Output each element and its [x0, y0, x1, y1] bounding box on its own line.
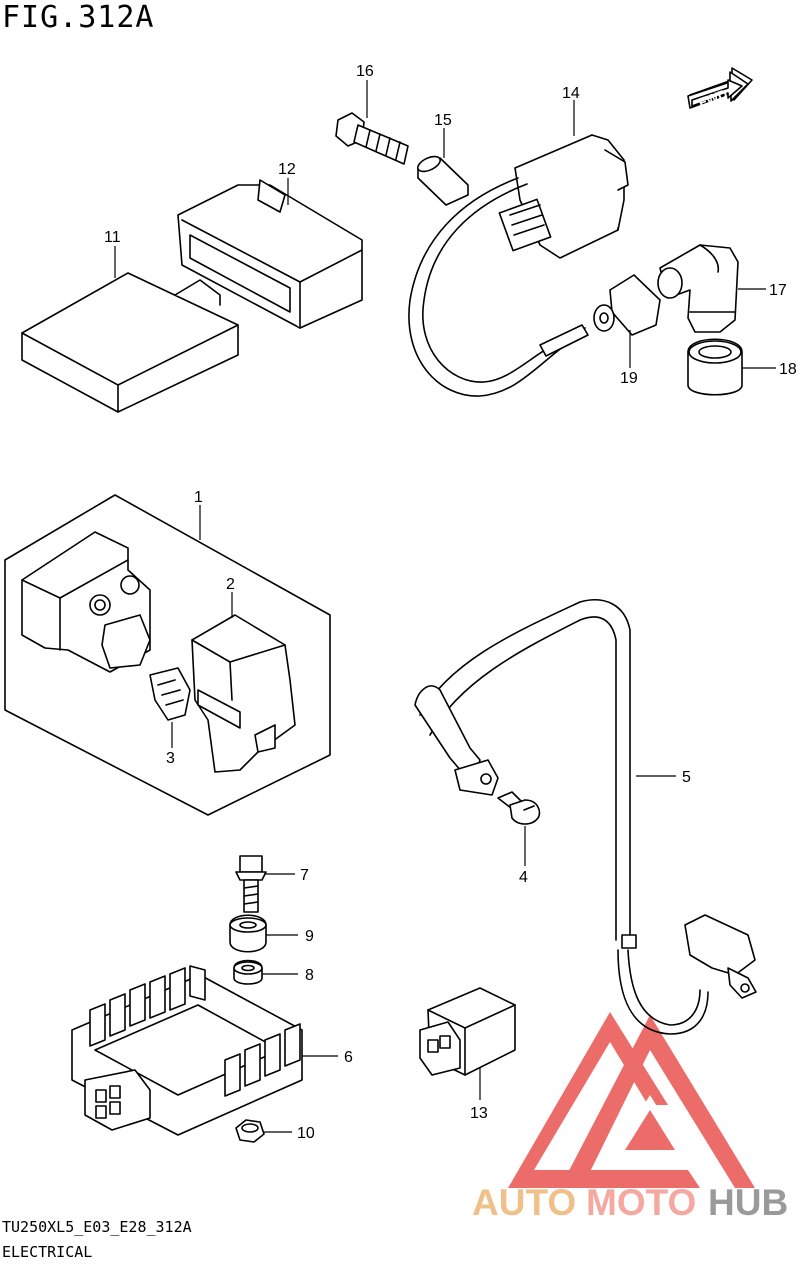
bolt-icon [335, 112, 409, 165]
callout-10: 10 [297, 1125, 315, 1142]
fwd-label: FWD [696, 86, 729, 110]
callout-12: 12 [278, 161, 296, 178]
relay-cover-icon [191, 614, 296, 773]
ecu-holder-icon [177, 179, 363, 329]
wire-harness-icon [414, 599, 757, 1035]
callout-19: 19 [620, 370, 638, 387]
watermark-text-moto: MOTO [586, 1182, 696, 1223]
plug-cap-cover-icon [687, 338, 743, 396]
bolt-icon [235, 855, 267, 913]
footer-model-code: TU250XL5_E03_E28_312A [2, 1218, 192, 1236]
figure-title: FIG.312A [2, 0, 155, 35]
callout-16: 16 [356, 63, 374, 80]
callout-13: 13 [470, 1105, 488, 1122]
callout-17: 17 [769, 282, 787, 299]
relay-box-assembly-icon [4, 494, 331, 816]
connector-icon [419, 987, 516, 1076]
watermark-logo [508, 1012, 755, 1188]
callout-5: 5 [682, 769, 691, 786]
callout-15: 15 [434, 112, 452, 129]
callout-8: 8 [305, 967, 314, 984]
cable-seal-icon [593, 274, 661, 336]
control-unit-icon [21, 272, 239, 413]
callout-7: 7 [300, 867, 309, 884]
callout-6: 6 [344, 1049, 353, 1066]
forward-arrow-icon [687, 67, 753, 109]
rubber-cushion-icon [229, 914, 267, 953]
callout-14: 14 [562, 85, 580, 102]
nut-icon [235, 1119, 265, 1143]
ignition-coil-icon [408, 134, 629, 397]
plug-cap-icon [657, 244, 739, 333]
footer-section-name: ELECTRICAL [2, 1243, 93, 1261]
callout-4: 4 [519, 869, 528, 886]
screw-icon [497, 791, 541, 825]
regulator-rectifier-icon [71, 965, 303, 1136]
spacer-icon [417, 155, 469, 206]
fuse-icon [149, 667, 191, 721]
callout-11: 11 [104, 229, 121, 246]
callout-18: 18 [779, 361, 797, 378]
callout-1: 1 [194, 489, 203, 506]
callout-9: 9 [305, 928, 314, 945]
callout-3: 3 [166, 750, 175, 767]
watermark-text-hub: HUB [708, 1182, 788, 1223]
watermark-text-auto: AUTO [472, 1182, 576, 1223]
callout-2: 2 [226, 576, 235, 593]
collar-icon [233, 959, 263, 985]
